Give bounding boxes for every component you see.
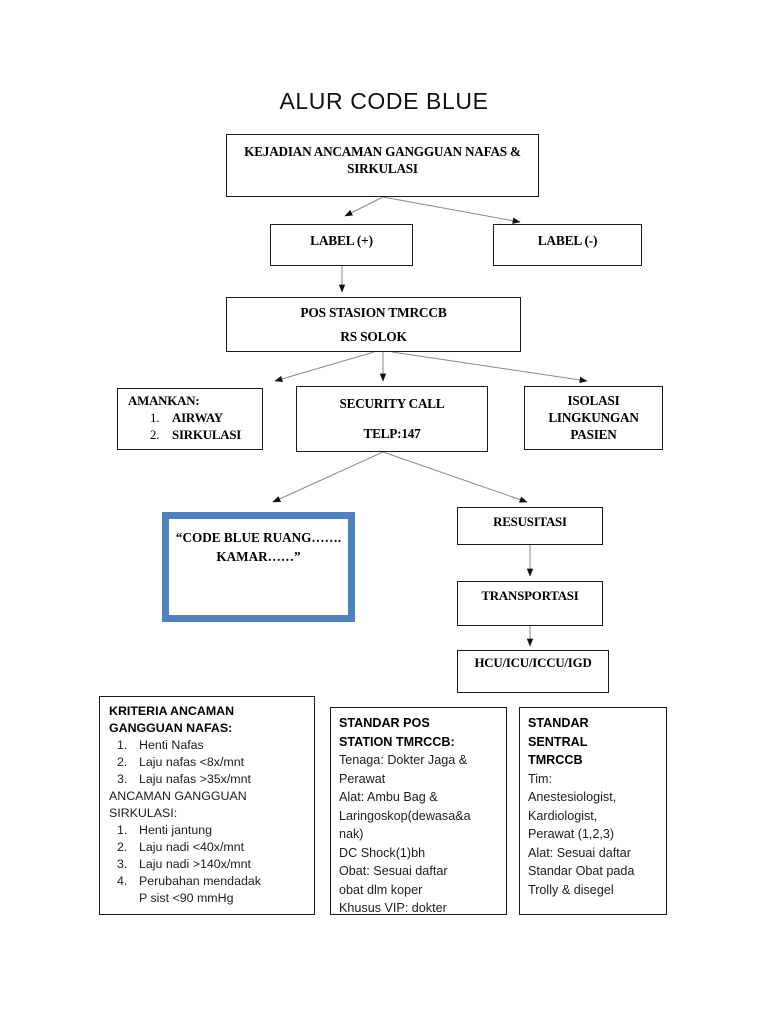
panel-kriteria-nafas-item-3-label: Laju nafas >35x/mnt <box>139 771 251 786</box>
panel-kriteria-nafas-item-1-label: Henti Nafas <box>139 737 204 752</box>
panel-kriteria-sirkulasi-item-1: 1. Henti jantung <box>109 822 308 839</box>
connector-kejadian-to-label-positive <box>344 196 384 217</box>
node-isolasi-line2: LINGKUNGAN <box>548 410 639 426</box>
node-code-blue-announcement: “CODE BLUE RUANG……. KAMAR……” <box>162 512 355 622</box>
node-isolasi-line3: PASIEN <box>570 427 617 443</box>
panel-kriteria-nafas-item-2: 2. Laju nafas <8x/mnt <box>109 754 308 771</box>
panel-standar-sentral-line-5: Alat: Sesuai daftar <box>528 845 631 860</box>
panel-standar-pos-line-8: obat dlm koper <box>339 882 423 897</box>
node-kejadian-line2: & <box>510 144 521 159</box>
panel-kriteria-sirkulasi-item-4-label: Perubahan mendadak <box>139 873 261 888</box>
panel-kriteria-sirkulasi-item-4-number: 4. <box>117 873 128 888</box>
panel-standar-sentral-line-2: Anestesiologist, <box>528 790 617 804</box>
connector-security-call-to-code-blue <box>272 451 384 503</box>
panel-kriteria-nafas-item-1: 1. Henti Nafas <box>109 737 308 754</box>
panel-kriteria-sirkulasi-item-3-label: Laju nadi >140x/mnt <box>139 856 251 871</box>
node-security-call-telephone: TELP:147 <box>363 426 421 442</box>
panel-standar-pos-line-3: Alat: Ambu Bag & <box>339 790 438 804</box>
panel-standar-sentral-heading-line2: SENTRAL <box>528 734 588 749</box>
panel-kriteria-sirkulasi-item-2: 2. Laju nadi <40x/mnt <box>109 839 308 856</box>
panel-standar-pos-heading-line2: STATION TMRCCB: <box>339 734 455 749</box>
node-amankan: AMANKAN: 1. AIRWAY 2. SIRKULASI <box>117 388 263 450</box>
node-security-call-line1: SECURITY CALL <box>339 396 445 411</box>
node-amankan-item-1-label: AIRWAY <box>172 410 223 425</box>
node-isolasi-lingkungan-pasien: ISOLASI LINGKUNGAN PASIEN <box>524 386 663 450</box>
node-pos-stasion-line1: POS STASION TMRCCB <box>300 305 447 320</box>
panel-kriteria-nafas-item-3-number: 3. <box>117 771 128 786</box>
node-code-blue-line3: KAMAR……” <box>216 548 301 564</box>
panel-kriteria-nafas-item-2-label: Laju nafas <8x/mnt <box>139 754 245 769</box>
panel-kriteria-subheading-line1: ANCAMAN GANGGUAN <box>109 788 247 803</box>
panel-kriteria-sirkulasi-item-1-number: 1. <box>117 822 128 837</box>
panel-standar-sentral-line-4: Perawat (1,2,3) <box>528 827 615 841</box>
panel-kriteria-sirkulasi-item-3-number: 3. <box>117 856 128 871</box>
panel-kriteria-sirkulasi-item-4-continued: P sist <90 mmHg <box>139 890 234 905</box>
node-kejadian-line3: SIRKULASI <box>347 161 418 177</box>
panel-kriteria-sirkulasi-item-4: 4. Perubahan mendadak <box>109 873 308 890</box>
node-amankan-item-1: 1. AIRWAY <box>128 410 262 427</box>
panel-standar-pos-line-1: Tenaga: Dokter Jaga & <box>339 753 468 767</box>
node-hcu-icu-iccu-igd: HCU/ICU/ICCU/IGD <box>457 650 609 693</box>
panel-standar-pos-line-2: Perawat <box>339 771 386 786</box>
panel-kriteria-nafas-item-1-number: 1. <box>117 737 128 752</box>
node-kejadian-ancaman: KEJADIAN ANCAMAN GANGGUAN NAFAS & SIRKUL… <box>226 134 539 197</box>
node-code-blue-line1: “CODE BLUE <box>175 530 260 545</box>
node-amankan-item-2-label: SIRKULASI <box>172 427 242 442</box>
panel-kriteria-heading-line1: KRITERIA ANCAMAN <box>109 704 235 718</box>
connector-security-call-to-resusitasi <box>382 451 528 503</box>
connector-kejadian-to-label-negative <box>382 196 521 224</box>
panel-kriteria-nafas-item-3: 3. Laju nafas >35x/mnt <box>109 771 308 788</box>
panel-kriteria-sirkulasi-item-3: 3. Laju nadi >140x/mnt <box>109 856 308 873</box>
panel-kriteria-sirkulasi-item-1-label: Henti jantung <box>139 822 213 837</box>
node-pos-stasion-tmrccb: POS STASION TMRCCB RS SOLOK <box>226 297 521 352</box>
node-pos-stasion-line2: RS SOLOK <box>340 329 407 345</box>
node-amankan-item-1-number: 1. <box>150 410 160 425</box>
panel-kriteria-ancaman: KRITERIA ANCAMAN GANGGUAN NAFAS: 1. Henti… <box>99 696 315 915</box>
connector-pos-stasion-to-amankan <box>274 351 375 382</box>
node-amankan-heading: AMANKAN: <box>128 394 200 408</box>
panel-standar-sentral-line-6: Standar Obat pada <box>528 864 635 878</box>
panel-standar-sentral-heading-line3: TMRCCB <box>528 753 583 767</box>
panel-kriteria-sirkulasi-item-2-number: 2. <box>117 839 128 854</box>
panel-standar-pos-station: STANDAR POS STATION TMRCCB: Tenaga: Dokt… <box>330 707 507 915</box>
node-label-negative: LABEL (-) <box>493 224 642 266</box>
panel-standar-pos-line-7: Obat: Sesuai daftar <box>339 864 448 878</box>
connector-pos-stasion-to-isolasi <box>391 351 588 384</box>
node-amankan-item-2: 2. SIRKULASI <box>128 427 262 444</box>
panel-kriteria-nafas-item-2-number: 2. <box>117 754 128 769</box>
panel-standar-sentral-heading-line1: STANDAR <box>528 716 589 730</box>
panel-standar-pos-line-5: nak) <box>339 827 364 841</box>
node-resusitasi: RESUSITASI <box>457 507 603 545</box>
page-title: ALUR CODE BLUE <box>279 88 489 114</box>
panel-kriteria-subheading-line2: SIRKULASI: <box>109 805 178 820</box>
panel-standar-pos-line-6: DC Shock(1)bh <box>339 845 426 860</box>
node-security-call: SECURITY CALL TELP:147 <box>296 386 488 452</box>
node-isolasi-line1: ISOLASI <box>567 393 620 408</box>
panel-standar-pos-heading-line1: STANDAR POS <box>339 716 430 730</box>
node-code-blue-line2: RUANG……. <box>263 530 342 545</box>
panel-standar-pos-line-4: Laringoskop(dewasa&a <box>339 808 471 823</box>
node-amankan-item-2-number: 2. <box>150 427 160 442</box>
panel-standar-sentral-line-3: Kardiologist, <box>528 808 598 823</box>
panel-standar-pos-line-9: Khusus VIP: dokter <box>339 901 447 915</box>
panel-kriteria-sirkulasi-item-2-label: Laju nadi <40x/mnt <box>139 839 245 854</box>
node-label-positive: LABEL (+) <box>270 224 413 266</box>
panel-kriteria-heading-line2: GANGGUAN NAFAS: <box>109 720 233 735</box>
node-transportasi: TRANSPORTASI <box>457 581 603 626</box>
panel-standar-sentral-line-1: Tim: <box>528 771 553 786</box>
panel-standar-sentral-line-7: Trolly & disegel <box>528 882 614 897</box>
panel-standar-sentral-tmrccb: STANDAR SENTRAL TMRCCB Tim: Anestesiolog… <box>519 707 667 915</box>
node-kejadian-line1: KEJADIAN ANCAMAN GANGGUAN NAFAS <box>244 144 507 159</box>
